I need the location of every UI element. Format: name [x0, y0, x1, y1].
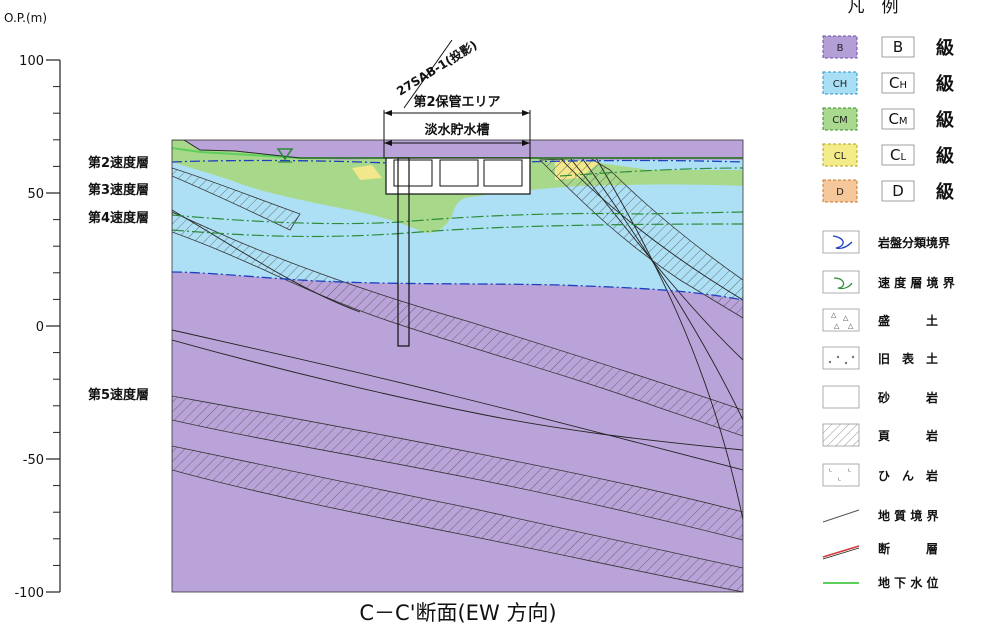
legend-class-swatch-label: CM	[832, 115, 848, 126]
shale-bands	[172, 157, 743, 592]
figure-caption: C－C'断面(EW 方向)	[359, 601, 556, 625]
legend-symbol-label: 旧 表 土	[878, 351, 938, 366]
legend-class-code: CM	[888, 110, 907, 128]
legend-symbol-fill: △ △ △ △ 盛 土	[822, 308, 938, 332]
svg-text:ᴸ: ᴸ	[838, 476, 841, 485]
legend-class-swatch-label: CH	[833, 79, 848, 90]
svg-text:ᴸ: ᴸ	[848, 467, 851, 476]
legend-symbol-label: 速 度 層 境 界	[878, 275, 955, 290]
axis-tick-label: -50	[23, 453, 44, 468]
legend-title: 凡 例	[848, 0, 899, 17]
legend-class-code-box	[881, 144, 915, 166]
legend-symbol-label: ひ ん 岩	[878, 468, 938, 483]
legend-line-label: 断 層	[878, 541, 938, 556]
legend-class-code-box	[881, 180, 915, 202]
legend-class-swatch	[822, 179, 858, 203]
legend-class-code: D	[892, 182, 904, 200]
geologic-boundaries	[172, 157, 743, 521]
legend-line-geo-boundary: 地 質 境 界	[822, 508, 939, 523]
legend-class-code-box	[881, 72, 915, 94]
storage-area-label: 第2保管エリア	[413, 94, 500, 110]
borehole-column	[397, 157, 410, 347]
legend-class-cl: CL CL 級	[822, 143, 954, 167]
axis-tick-label: 100	[19, 54, 44, 69]
rock-class-cl-zone	[352, 165, 382, 180]
legend-symbol-porphyrite: ᴸ ᴸ ᴸ ひ ん 岩	[822, 463, 938, 487]
legend-symbol-velocity-boundary: 速 度 層 境 界	[822, 270, 955, 294]
layer-label-5: 第5速度層	[88, 387, 149, 403]
ground-surface	[172, 140, 743, 159]
legend-class-ch: CH CH 級	[822, 71, 954, 95]
svg-text:△: △	[831, 311, 837, 319]
legend-line-label: 地 下 水 位	[878, 575, 939, 590]
velocity-layer-labels: 第2速度層 第3速度層 第4速度層 第5速度層	[88, 155, 149, 403]
legend-symbol-label: 盛 土	[878, 313, 938, 328]
legend-symbol-label: 岩盤分類境界	[877, 235, 950, 250]
legend-class-swatch	[822, 107, 858, 131]
axis-minor-ticks	[53, 86, 60, 566]
svg-text:△: △	[834, 322, 840, 330]
svg-text:△: △	[843, 314, 849, 322]
borehole-label: 27SAB-1(投影)	[394, 37, 480, 99]
legend-class-swatch	[822, 143, 858, 167]
legend: 凡 例 B B 級 CH CH 級 CM CM 級 CL CL 級 D D 級 岩盤分類境界 速 度 層 境…	[822, 0, 955, 590]
legend-class-suffix: 級	[936, 37, 954, 59]
legend-line-groundwater: 地 下 水 位	[823, 575, 939, 590]
legend-class-swatch	[822, 35, 858, 59]
svg-text:ᴸ: ᴸ	[829, 467, 832, 476]
legend-symbol-label: 頁 岩	[878, 428, 938, 443]
axis-tick-label: -100	[14, 586, 44, 601]
legend-line-label: 地 質 境 界	[878, 508, 939, 523]
legend-class-swatch	[822, 71, 858, 95]
axis-unit-label: O.P.(m)	[4, 11, 47, 25]
geologic-section	[172, 140, 743, 592]
legend-class-cm: CM CM 級	[822, 107, 954, 131]
legend-class-swatch-label: D	[836, 187, 844, 198]
layer-label-2: 第2速度層	[88, 155, 149, 171]
legend-class-code: CL	[890, 146, 906, 164]
velocity-layer-boundaries	[172, 167, 743, 238]
legend-symbol-old-topsoil: 旧 表 土	[822, 346, 938, 370]
legend-symbol-sandstone: 砂 岩	[822, 385, 938, 409]
legend-class-code: CH	[889, 74, 907, 92]
groundwater-marker	[276, 148, 294, 163]
section-frame	[171, 139, 744, 593]
legend-symbol-label: 砂 岩	[877, 390, 938, 405]
tank-label: 淡水貯水槽	[424, 122, 489, 138]
legend-rock-classes: B B 級 CH CH 級 CM CM 級 CL CL 級 D D 級	[822, 35, 954, 203]
borehole-leader-line	[403, 39, 453, 109]
legend-class-suffix: 級	[936, 73, 954, 95]
legend-class-suffix: 級	[936, 181, 954, 203]
legend-class-code-box	[881, 36, 915, 58]
legend-class-code: B	[893, 38, 903, 56]
svg-text:△: △	[848, 322, 854, 330]
legend-symbol-shale: 頁 岩	[822, 423, 938, 447]
legend-class-suffix: 級	[936, 109, 954, 131]
legend-symbol-rock-boundary: 岩盤分類境界	[822, 230, 950, 254]
legend-class-code-box	[881, 108, 915, 130]
axis-major-ticks	[46, 59, 60, 593]
layer-label-4: 第4速度層	[88, 210, 149, 226]
axis-tick-label: 50	[27, 187, 44, 202]
layer-label-3: 第3速度層	[88, 182, 149, 198]
legend-class-swatch-label: CL	[834, 151, 847, 162]
axis-tick-label: 0	[36, 320, 44, 335]
legend-class-swatch-label: B	[837, 43, 844, 54]
legend-class-suffix: 級	[936, 145, 954, 167]
elevation-axis: O.P.(m) 100 50 0 -50 -100	[4, 11, 61, 601]
legend-line-fault: 断 層	[822, 541, 938, 560]
